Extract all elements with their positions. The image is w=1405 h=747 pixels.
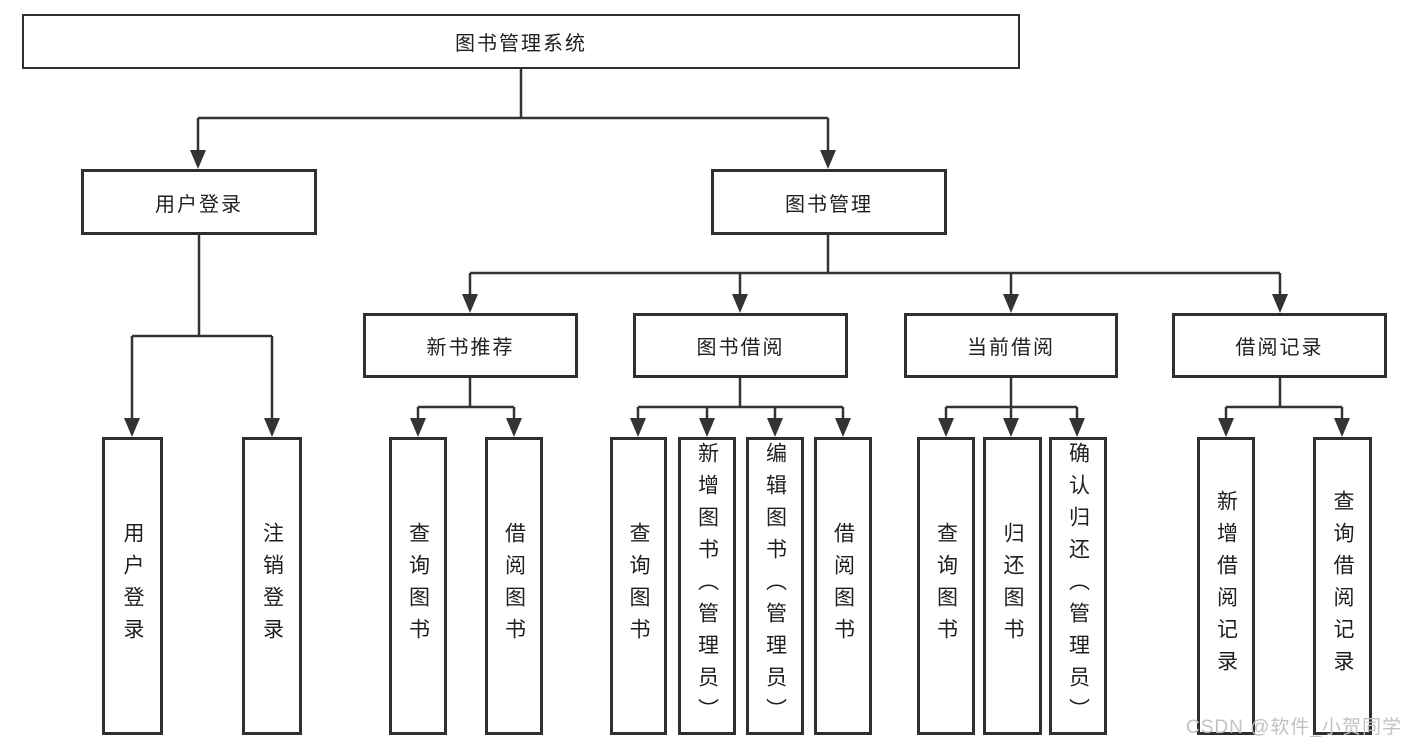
node-user-login: 用户登录 <box>81 169 317 235</box>
node-book-management: 图书管理 <box>711 169 947 235</box>
node-new-book-recommend: 新书推荐 <box>363 313 578 378</box>
node-leaf-current-confirm-admin: 确认归还（管理员） <box>1049 437 1107 735</box>
node-leaf-record-query: 查询借阅记录 <box>1313 437 1372 735</box>
node-library-system: 图书管理系统 <box>22 14 1020 69</box>
node-leaf-borrow-borrow: 借阅图书 <box>814 437 872 735</box>
node-leaf-borrow-add-admin: 新增图书（管理员） <box>678 437 736 735</box>
node-leaf-borrow-query: 查询图书 <box>610 437 667 735</box>
node-leaf-record-add: 新增借阅记录 <box>1197 437 1255 735</box>
node-leaf-borrow-edit-admin: 编辑图书（管理员） <box>746 437 804 735</box>
node-book-borrowing: 图书借阅 <box>633 313 848 378</box>
node-leaf-logout: 注销登录 <box>242 437 302 735</box>
node-leaf-newbook-query: 查询图书 <box>389 437 447 735</box>
csdn-watermark: CSDN @软件_小贺同学 <box>1186 717 1402 738</box>
node-leaf-current-return: 归还图书 <box>983 437 1042 735</box>
node-current-borrowing: 当前借阅 <box>904 313 1118 378</box>
node-leaf-newbook-borrow: 借阅图书 <box>485 437 543 735</box>
tree-edges <box>130 69 1344 419</box>
node-borrow-records: 借阅记录 <box>1172 313 1387 378</box>
node-leaf-current-query: 查询图书 <box>917 437 975 735</box>
node-leaf-user-login: 用户登录 <box>102 437 163 735</box>
